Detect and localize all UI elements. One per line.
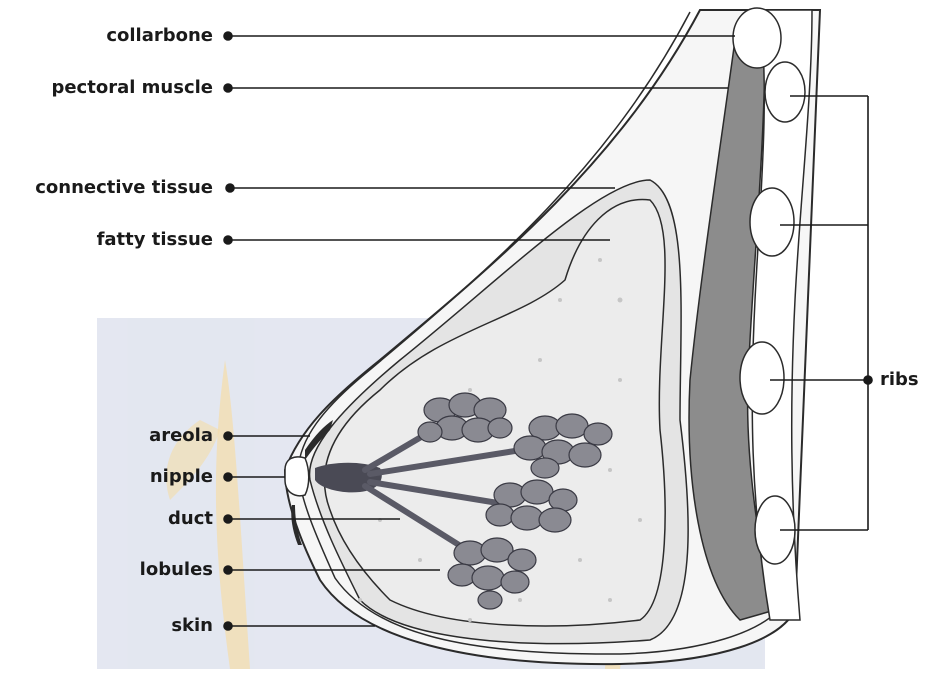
label-pectoral-muscle: pectoral muscle: [51, 78, 213, 98]
label-connective-tissue: connective tissue: [35, 178, 213, 198]
rib-2: [750, 188, 794, 256]
label-ribs: ribs: [880, 370, 919, 390]
lobule-cluster-1: [418, 393, 512, 442]
label-skin: skin: [171, 616, 213, 636]
collarbone-bone: [733, 8, 781, 68]
label-areola: areola: [149, 426, 213, 446]
label-collarbone: collarbone: [106, 26, 213, 46]
label-lobules: lobules: [140, 560, 213, 580]
rib-3: [740, 342, 784, 414]
rib-1: [765, 62, 805, 122]
label-fatty-tissue: fatty tissue: [97, 230, 213, 250]
label-duct: duct: [168, 509, 213, 529]
label-nipple: nipple: [150, 467, 213, 487]
nipple-shape: [285, 457, 309, 496]
